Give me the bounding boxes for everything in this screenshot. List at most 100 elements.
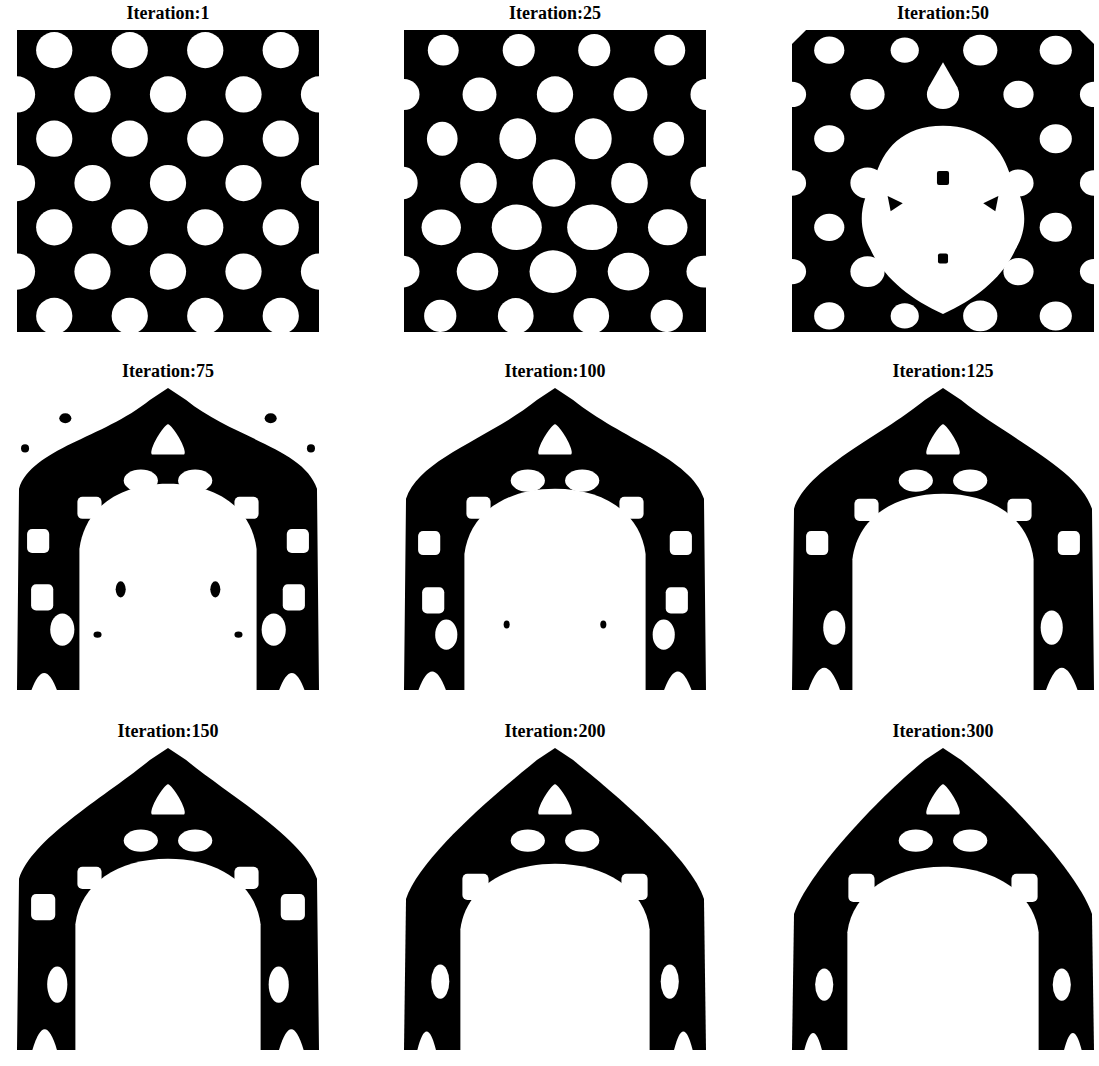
void-hole bbox=[287, 529, 309, 553]
optimization-panel bbox=[384, 30, 721, 334]
void-hole bbox=[814, 214, 844, 241]
panel-content bbox=[792, 388, 1094, 690]
void-hole bbox=[460, 864, 649, 1050]
void-hole bbox=[263, 121, 299, 157]
iteration-title: Iteration:125 bbox=[893, 361, 994, 381]
void-hole bbox=[424, 300, 456, 332]
void-hole bbox=[422, 209, 461, 245]
material-region bbox=[937, 171, 949, 185]
void-hole bbox=[112, 121, 148, 157]
panel-content bbox=[404, 388, 706, 690]
material-region bbox=[404, 748, 706, 1050]
void-hole bbox=[281, 894, 305, 920]
void-hole bbox=[262, 613, 286, 645]
void-hole bbox=[850, 79, 884, 110]
void-hole bbox=[77, 497, 101, 519]
void-hole bbox=[435, 620, 457, 650]
void-hole bbox=[263, 209, 299, 245]
void-hole bbox=[1040, 36, 1072, 65]
material-region bbox=[24, 483, 40, 495]
void-hole bbox=[150, 165, 186, 201]
void-hole bbox=[814, 302, 844, 329]
void-hole bbox=[32, 1029, 57, 1050]
optimization-panel bbox=[17, 388, 319, 691]
material-region bbox=[938, 253, 948, 263]
void-hole bbox=[854, 499, 878, 521]
material-region bbox=[307, 444, 315, 452]
void-hole bbox=[124, 470, 158, 492]
void-hole bbox=[498, 298, 534, 332]
iteration-title: Iteration:75 bbox=[122, 361, 214, 381]
void-hole bbox=[565, 830, 599, 852]
void-hole bbox=[674, 1031, 693, 1050]
void-hole bbox=[17, 76, 35, 112]
void-hole bbox=[891, 303, 919, 328]
void-hole bbox=[621, 874, 647, 900]
panel-content bbox=[17, 388, 319, 690]
material-region bbox=[404, 388, 706, 690]
void-hole bbox=[1040, 213, 1072, 242]
void-hole bbox=[926, 424, 959, 454]
void-hole bbox=[492, 205, 542, 251]
void-hole bbox=[808, 668, 840, 690]
void-hole bbox=[234, 867, 258, 889]
void-hole bbox=[499, 118, 536, 159]
iteration-title: Iteration:300 bbox=[893, 721, 994, 741]
material-region bbox=[21, 444, 29, 452]
material-region bbox=[404, 30, 706, 332]
material-region bbox=[792, 388, 1094, 690]
void-hole bbox=[926, 784, 959, 814]
void-hole bbox=[74, 76, 110, 112]
void-hole bbox=[963, 300, 997, 331]
material-region bbox=[504, 621, 510, 629]
material-region bbox=[265, 413, 277, 423]
void-hole bbox=[17, 253, 35, 289]
void-hole bbox=[928, 62, 958, 88]
void-hole bbox=[301, 253, 319, 289]
void-hole bbox=[150, 76, 186, 112]
iteration-title: Iteration:150 bbox=[118, 721, 219, 741]
void-hole bbox=[263, 32, 299, 68]
material-region bbox=[296, 483, 312, 495]
void-hole bbox=[1011, 874, 1037, 902]
material-region bbox=[17, 388, 319, 690]
void-hole bbox=[806, 531, 828, 555]
void-hole bbox=[614, 77, 648, 111]
panel-content bbox=[792, 748, 1094, 1050]
void-hole bbox=[31, 894, 55, 920]
void-hole bbox=[1058, 531, 1080, 555]
void-hole bbox=[503, 34, 535, 66]
void-hole bbox=[611, 163, 648, 204]
void-hole bbox=[891, 37, 919, 62]
void-hole bbox=[279, 673, 305, 690]
void-hole bbox=[963, 35, 997, 66]
void-hole bbox=[530, 250, 577, 293]
void-hole bbox=[17, 165, 35, 201]
iteration-title: Iteration:200 bbox=[505, 721, 606, 741]
void-hole bbox=[301, 165, 319, 201]
void-hole bbox=[619, 497, 643, 519]
void-hole bbox=[690, 167, 706, 200]
material-region bbox=[17, 748, 319, 1050]
material-region bbox=[59, 413, 71, 423]
void-hole bbox=[417, 1031, 436, 1050]
void-hole bbox=[1040, 301, 1072, 330]
void-hole bbox=[79, 484, 256, 690]
void-hole bbox=[112, 298, 148, 332]
void-hole bbox=[648, 209, 688, 245]
iteration-title: Iteration:1 bbox=[127, 3, 210, 23]
void-hole bbox=[462, 874, 488, 900]
optimization-panel bbox=[404, 388, 706, 691]
void-hole bbox=[124, 830, 158, 852]
void-hole bbox=[567, 204, 617, 250]
void-hole bbox=[511, 470, 545, 492]
void-hole bbox=[404, 79, 420, 110]
material-region bbox=[116, 581, 126, 597]
iteration-title: Iteration:50 bbox=[897, 3, 989, 23]
void-hole bbox=[1053, 968, 1071, 1000]
material-region bbox=[600, 621, 606, 629]
void-hole bbox=[792, 259, 806, 284]
optimization-panel bbox=[792, 388, 1094, 691]
void-hole bbox=[1046, 668, 1078, 690]
void-hole bbox=[538, 424, 571, 454]
